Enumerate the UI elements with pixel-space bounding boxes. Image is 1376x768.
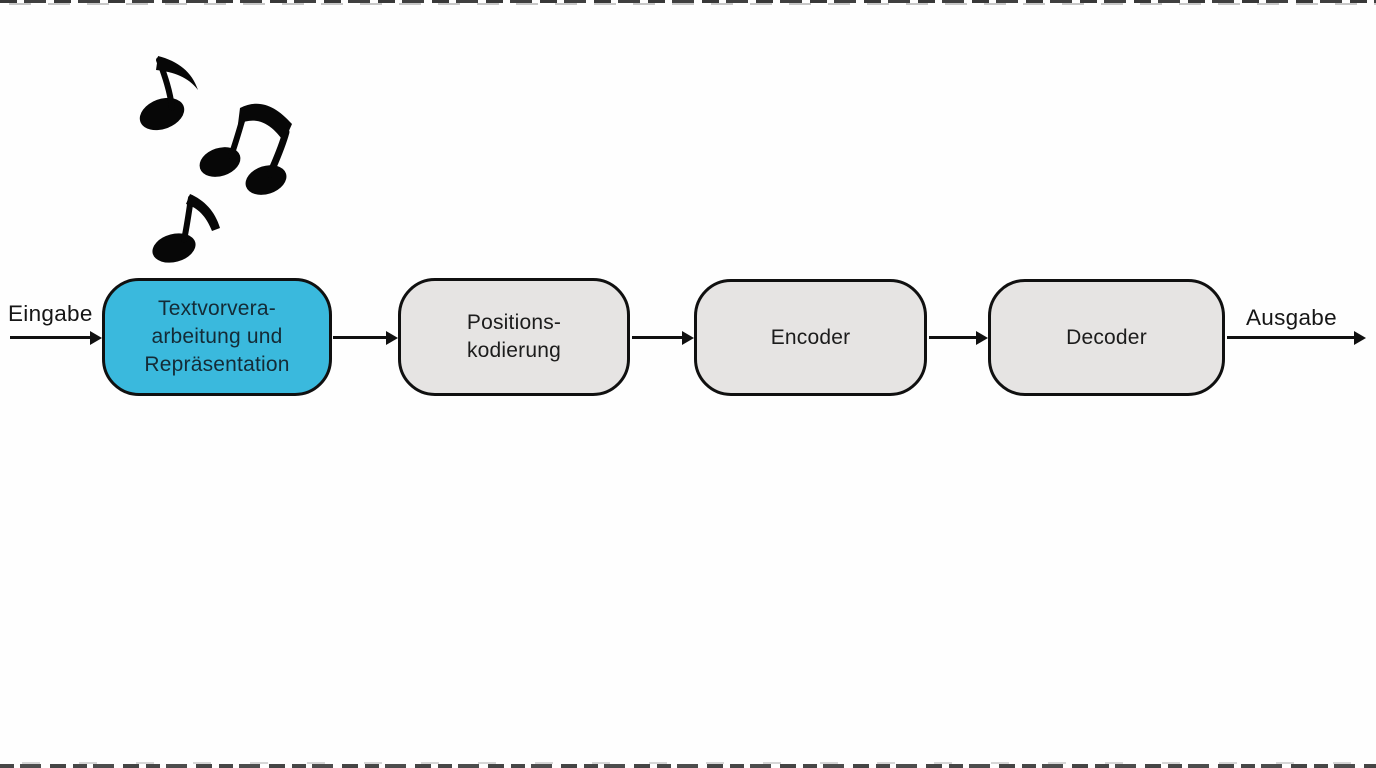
arrow-encoder-to-decoder <box>929 336 977 339</box>
arrow-positional-to-encoder <box>632 336 683 339</box>
arrow-preprocessing-to-positional <box>333 336 387 339</box>
scan-artifact-bottom-edge <box>0 762 1376 768</box>
eighth-note-icon <box>152 194 220 263</box>
node-encoder-label: Encoder <box>770 325 851 349</box>
output-label: Ausgabe <box>1246 305 1337 330</box>
input-label: Eingabe <box>8 301 93 326</box>
node-text-preprocessing: Textvorvera- arbeitung und Repräsentatio… <box>102 278 332 396</box>
arrow-input <box>10 336 91 339</box>
scan-artifact-top-edge <box>0 0 1376 5</box>
node-text-preprocessing-label: Textvorvera- arbeitung und Repräsentatio… <box>144 297 290 376</box>
node-positional-encoding-label: Positions- kodierung <box>466 311 562 362</box>
eighth-note-icon <box>139 56 198 131</box>
arrow-output <box>1227 336 1355 339</box>
node-decoder-label: Decoder <box>1066 325 1147 349</box>
node-decoder: Decoder <box>988 279 1225 396</box>
node-positional-encoding: Positions- kodierung <box>398 278 630 396</box>
beamed-eighth-notes-icon <box>199 103 292 195</box>
music-notes-icon <box>139 56 292 263</box>
node-encoder: Encoder <box>694 279 927 396</box>
